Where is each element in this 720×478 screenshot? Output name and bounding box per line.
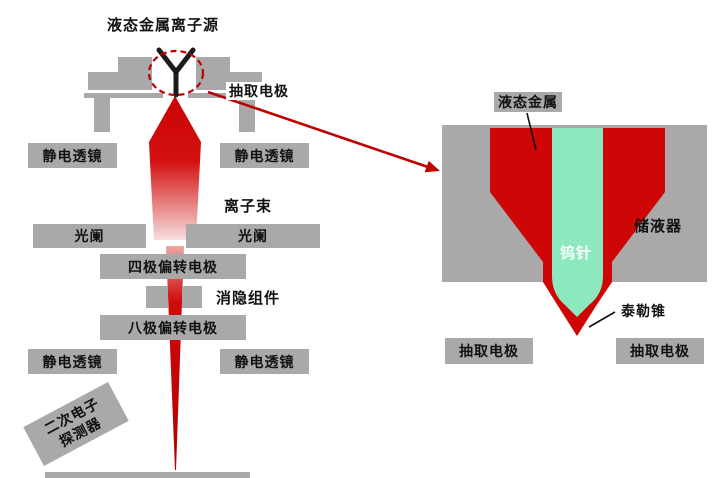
reservoir-label: 储液器 — [634, 218, 683, 235]
source-block-right — [196, 57, 262, 90]
taylor-cone-leader-line — [588, 311, 616, 328]
electrostatic-lens-lower-left: 静电透镜 — [28, 349, 117, 374]
sample-stage — [45, 472, 250, 478]
ion-beam-label: 离子束 — [224, 198, 273, 215]
blanking-assembly-label: 消隐组件 — [216, 290, 281, 307]
extraction-electrode-detail-right: 抽取电极 — [616, 338, 704, 364]
electrostatic-lens-upper-right: 静电透镜 — [220, 143, 309, 168]
ion-beam-lower — [166, 246, 184, 470]
taylor-cone-label: 泰勒锥 — [618, 302, 669, 321]
aperture-left: 光阑 — [33, 224, 146, 248]
extraction-electrode-label: 抽取电极 — [226, 82, 292, 101]
aperture-right: 光阑 — [186, 224, 320, 248]
extraction-plate-left — [84, 93, 163, 98]
ion-source-title: 液态金属离子源 — [106, 17, 219, 34]
zoom-arrow-line — [207, 90, 429, 169]
quadrupole-deflector-bar: 四极偏转电极 — [100, 254, 246, 279]
liquid-metal-leader-line — [526, 112, 537, 151]
electrostatic-lens-lower-right: 静电透镜 — [220, 349, 309, 374]
liquid-metal-label: 液态金属 — [494, 92, 562, 113]
octupole-deflector-bar: 八极偏转电极 — [100, 315, 246, 340]
tungsten-needle-label: 钨针 — [560, 245, 593, 262]
emitter-tip-icon — [156, 47, 196, 98]
tungsten-needle — [552, 128, 603, 317]
source-highlight-ellipse — [147, 49, 205, 97]
blanker-block-left — [146, 286, 168, 308]
source-block-left — [88, 57, 152, 90]
ion-beam-upper — [149, 96, 201, 240]
extraction-electrode-detail-left: 抽取电极 — [445, 338, 533, 364]
zoom-arrow-head — [424, 160, 440, 173]
column-post-left — [94, 98, 110, 132]
blanker-block-right — [182, 286, 202, 308]
electrostatic-lens-upper-left: 静电透镜 — [28, 143, 117, 168]
